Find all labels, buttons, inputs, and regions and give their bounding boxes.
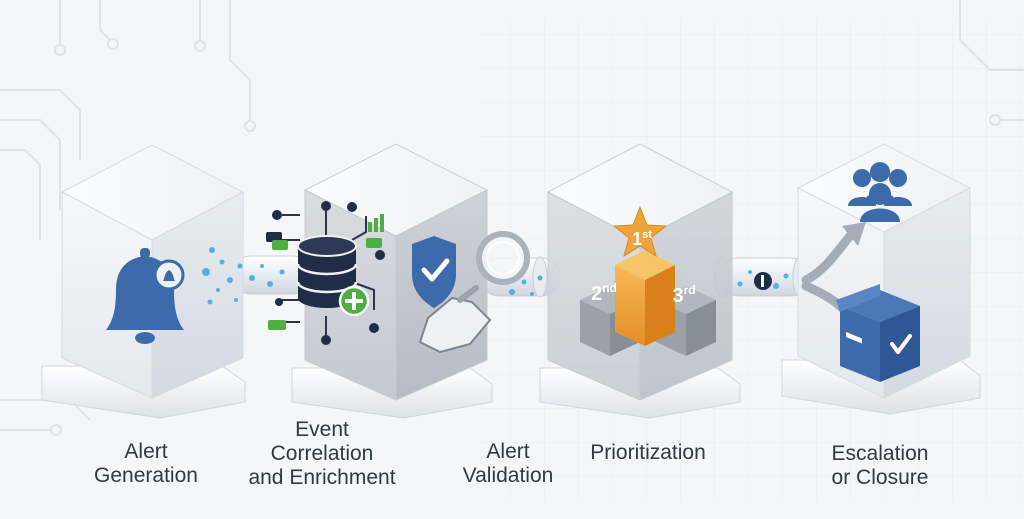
rank-third-label: 3rd — [672, 283, 695, 307]
token-icon — [754, 272, 772, 290]
star-icon — [612, 205, 668, 258]
bell-icon — [106, 248, 185, 344]
stage-cube-alert-generation — [41, 144, 246, 419]
shield-check-icon — [412, 236, 456, 308]
box-check-icon — [836, 284, 920, 382]
plus-icon — [338, 285, 370, 317]
stage-label-prioritization: Prioritization — [590, 441, 706, 464]
data-particles-1 — [202, 247, 285, 305]
bar-chart-icon — [368, 214, 384, 232]
data-particles-2 — [509, 275, 543, 296]
circuit-decoration — [0, 0, 1024, 436]
magnifier-hand-icon — [418, 231, 530, 354]
chat-bubble-icons — [266, 232, 382, 330]
rank-second-label: 2nd — [591, 281, 617, 305]
podium-icon — [580, 250, 716, 356]
arrow-head-icon — [842, 222, 866, 246]
rank-first-label: 1st — [632, 229, 652, 249]
network-nodes — [272, 201, 385, 345]
team-icon — [848, 162, 912, 222]
data-particles-3 — [737, 270, 789, 289]
